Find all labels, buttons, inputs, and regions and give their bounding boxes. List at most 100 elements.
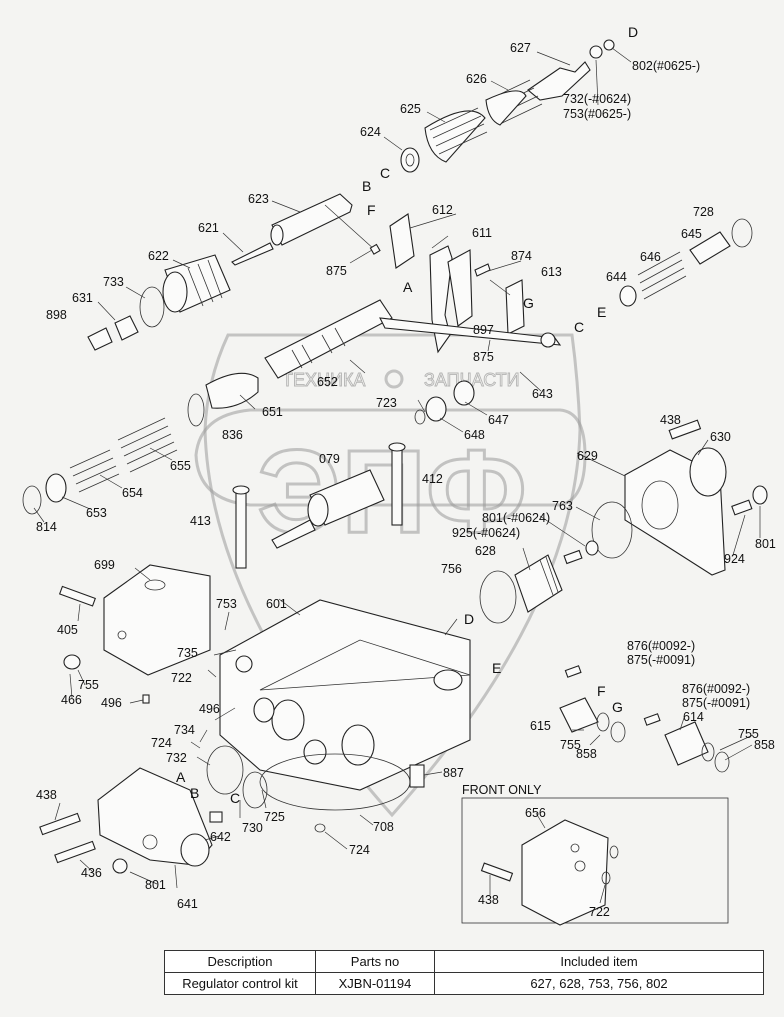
callout-614: 614 xyxy=(683,710,704,724)
callout-621: 621 xyxy=(198,221,219,235)
callout-722-b: 722 xyxy=(589,905,610,919)
callout-756: 756 xyxy=(441,562,462,576)
callout-647: 647 xyxy=(488,413,509,427)
callout-079: 079 xyxy=(319,452,340,466)
callout-753-b: 753 xyxy=(216,597,237,611)
callout-875-d: 875(-#0091) xyxy=(682,696,750,710)
callout-letter-G-2: G xyxy=(612,699,623,715)
callout-655: 655 xyxy=(170,459,191,473)
callout-405: 405 xyxy=(57,623,78,637)
callout-724: 724 xyxy=(151,736,172,750)
callout-763: 763 xyxy=(552,499,573,513)
bolts-and-sleeve xyxy=(232,442,406,569)
callout-724-b: 724 xyxy=(349,843,370,857)
kit-table-header-parts-no: Parts no xyxy=(315,950,435,973)
kit-table: Description Parts no Included item Regul… xyxy=(164,950,764,995)
gear-icon xyxy=(384,369,404,389)
cover-629 xyxy=(591,419,768,576)
callout-733: 733 xyxy=(103,275,124,289)
callout-898: 898 xyxy=(46,308,67,322)
callout-755-c: 755 xyxy=(738,727,759,741)
callout-801-a: 801(-#0624) xyxy=(482,511,550,525)
kit-table-cell-description: Regulator control kit xyxy=(164,972,316,995)
callout-802: 802(#0625-) xyxy=(632,59,700,73)
callout-652: 652 xyxy=(317,375,338,389)
callout-601: 601 xyxy=(266,597,287,611)
callout-645: 645 xyxy=(681,227,702,241)
callout-814: 814 xyxy=(36,520,57,534)
callout-622: 622 xyxy=(148,249,169,263)
callout-624: 624 xyxy=(360,125,381,139)
cover-641 xyxy=(39,745,326,874)
callout-858-b: 858 xyxy=(754,738,775,752)
cover-699 xyxy=(58,564,211,704)
callout-641: 641 xyxy=(177,897,198,911)
callout-letter-A-2: A xyxy=(176,769,186,785)
callout-631: 631 xyxy=(72,291,93,305)
callout-801-b: 801 xyxy=(755,537,776,551)
callout-801-c: 801 xyxy=(145,878,166,892)
callout-651: 651 xyxy=(262,405,283,419)
watermark-text-right: ЗАПЧАСТИ xyxy=(424,370,520,390)
callout-734: 734 xyxy=(174,723,195,737)
spring-646 xyxy=(619,218,753,307)
callout-letter-F: F xyxy=(367,202,376,218)
kit-table-header-description: Description xyxy=(164,950,316,973)
callout-755-b: 755 xyxy=(560,738,581,752)
callout-732-b: 732 xyxy=(166,751,187,765)
callout-letter-C-3: C xyxy=(230,790,240,806)
callout-753: 753(#0625-) xyxy=(563,107,631,121)
callout-646: 646 xyxy=(640,250,661,264)
callout-654: 654 xyxy=(122,486,143,500)
callout-letter-B: B xyxy=(362,178,371,194)
callout-613: 613 xyxy=(541,265,562,279)
callout-876-b: 876(#0092-) xyxy=(682,682,750,696)
callout-699: 699 xyxy=(94,558,115,572)
callout-876-a: 876(#0092-) xyxy=(627,639,695,653)
callout-755: 755 xyxy=(78,678,99,692)
front-only-inset: FRONT ONLY xyxy=(461,783,729,926)
callout-653: 653 xyxy=(86,506,107,520)
callout-875-c: 875(-#0091) xyxy=(627,653,695,667)
callout-letter-E: E xyxy=(597,304,606,320)
callout-723: 723 xyxy=(376,396,397,410)
callout-836: 836 xyxy=(222,428,243,442)
housing-601 xyxy=(219,599,471,811)
callout-887: 887 xyxy=(443,766,464,780)
callout-letter-C: C xyxy=(380,165,390,181)
spool-assembly-top xyxy=(400,39,615,173)
callout-925: 925(-#0624) xyxy=(452,526,520,540)
callout-643: 643 xyxy=(532,387,553,401)
callout-627: 627 xyxy=(510,41,531,55)
plug-628 xyxy=(479,540,599,624)
callout-874: 874 xyxy=(511,249,532,263)
leader-lines xyxy=(33,47,761,904)
callout-642: 642 xyxy=(210,830,231,844)
callout-728: 728 xyxy=(693,205,714,219)
plugs-647-648 xyxy=(414,380,475,425)
callout-412: 412 xyxy=(422,472,443,486)
callout-625: 625 xyxy=(400,102,421,116)
callout-615: 615 xyxy=(530,719,551,733)
callout-656: 656 xyxy=(525,806,546,820)
callout-858: 858 xyxy=(576,747,597,761)
callout-438-b: 438 xyxy=(36,788,57,802)
callout-725: 725 xyxy=(264,810,285,824)
callout-496: 496 xyxy=(101,696,122,710)
callout-730: 730 xyxy=(242,821,263,835)
callout-708: 708 xyxy=(373,820,394,834)
callout-letter-B-2: B xyxy=(190,785,199,801)
callout-letter-A: A xyxy=(403,279,413,295)
callout-466: 466 xyxy=(61,693,82,707)
callout-875: 875 xyxy=(326,264,347,278)
callout-735: 735 xyxy=(177,646,198,660)
callout-413: 413 xyxy=(190,514,211,528)
callout-letter-D-2: D xyxy=(464,611,474,627)
callout-722: 722 xyxy=(171,671,192,685)
callout-438-c: 438 xyxy=(478,893,499,907)
callout-438: 438 xyxy=(660,413,681,427)
callout-644: 644 xyxy=(606,270,627,284)
kit-table-header-row: Description Parts no Included item xyxy=(164,950,764,973)
